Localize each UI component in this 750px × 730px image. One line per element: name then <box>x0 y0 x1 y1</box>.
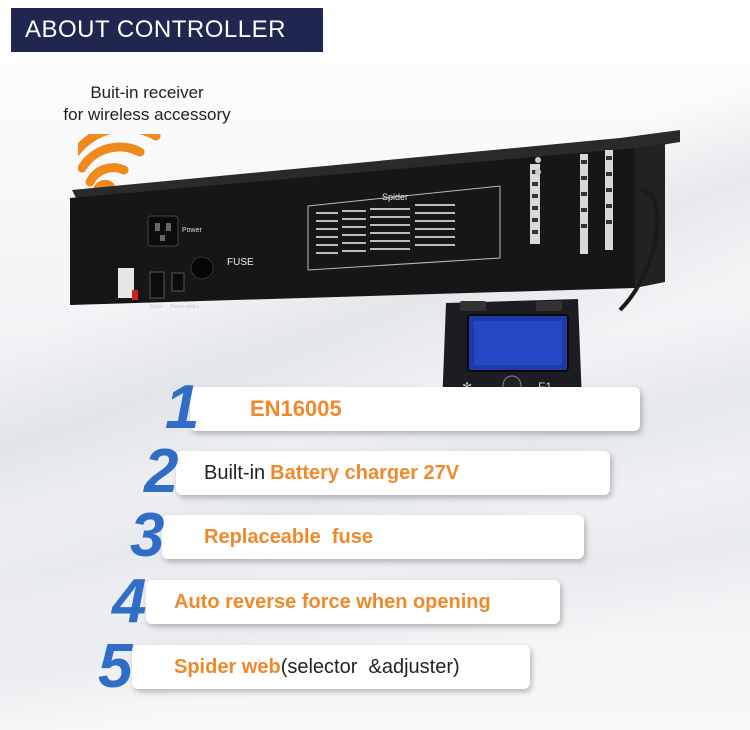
brand-label: Spider <box>382 192 408 202</box>
feature-3-text: Replaceable fuse <box>204 525 373 548</box>
receiver-line-2: for wireless accessory <box>63 105 231 124</box>
feature-4-number: 4 <box>112 567 147 636</box>
feature-5-number: 5 <box>98 632 133 701</box>
header-title: ABOUT CONTROLLER <box>25 16 286 43</box>
controller-unit: Power FUSE Motor Power switch Spider <box>70 130 680 312</box>
feature-2-prefix: Built-in <box>204 461 266 484</box>
section-header: ABOUT CONTROLLER <box>11 8 323 52</box>
feature-row-1: EN16005 <box>190 387 640 431</box>
spider-web-selector-device: ✻ F1 <box>442 299 582 407</box>
feature-2-number: 2 <box>144 437 179 506</box>
fuse-label: FUSE <box>227 257 254 268</box>
feature-4-text: Auto reverse force when opening <box>174 590 491 613</box>
receiver-line-1: Buit-in receiver <box>90 83 204 102</box>
feature-2-text: Battery charger 27V <box>270 461 460 484</box>
power-label: Power <box>182 227 203 234</box>
power-switch-label: Power switch <box>170 304 200 310</box>
feature-3-number: 3 <box>130 501 165 570</box>
feature-row-4: Auto reverse force when opening <box>146 580 560 624</box>
receiver-caption: Buit-in receiver for wireless accessory <box>42 82 252 126</box>
feature-row-5: Spider web (selector &adjuster) <box>132 645 530 689</box>
feature-row-2: Built-in Battery charger 27V <box>176 451 610 495</box>
feature-5-text: Spider web <box>174 655 281 678</box>
feature-5-suffix: (selector &adjuster) <box>280 655 460 678</box>
feature-1-number: 1 <box>165 373 200 442</box>
feature-row-3: Replaceable fuse <box>162 515 584 559</box>
feature-1-text: EN16005 <box>250 396 342 421</box>
motor-label: Motor <box>150 304 163 310</box>
